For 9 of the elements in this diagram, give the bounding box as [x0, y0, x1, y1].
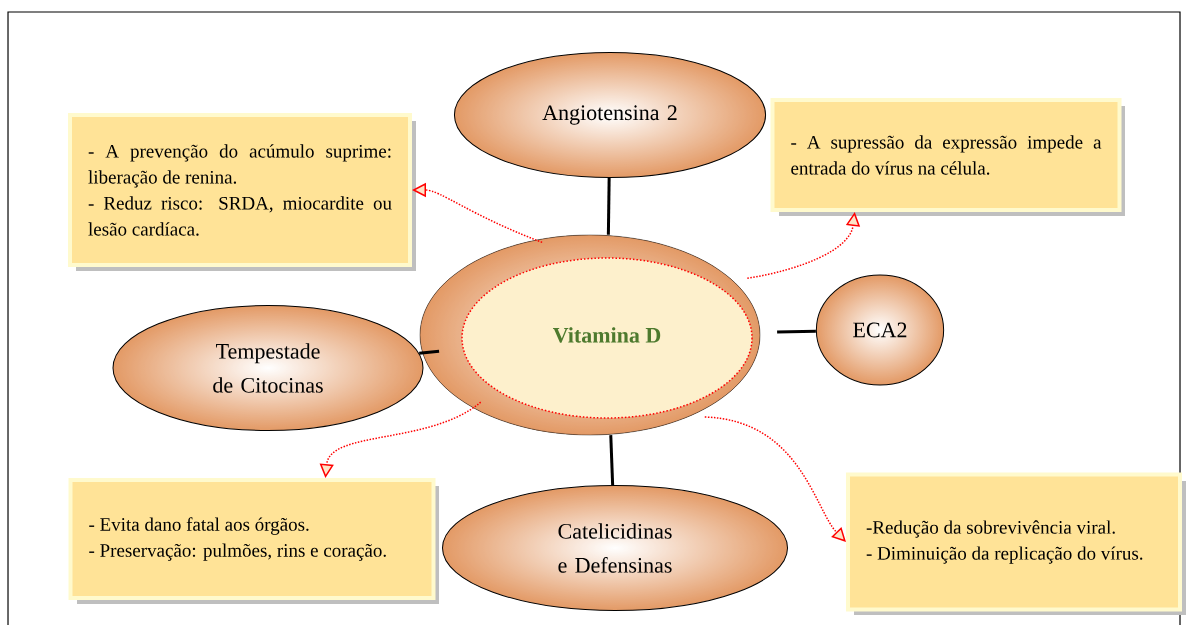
note-box: - Evita dano fatal aos órgãos. - Preservação: pulmões, rins e coração.	[68, 478, 439, 604]
note-box: - A prevenção do acúmulo suprime: liberação de renina. - Reduz risco: SRDA, miocardite ou lesão cardíaca.	[68, 113, 416, 271]
connector-line	[419, 349, 440, 355]
note-box: -Redução da sobrevivência viral. - Diminuição da replicação do vírus.	[846, 472, 1186, 615]
connector-line	[609, 435, 615, 486]
curved-arrow	[704, 416, 846, 542]
connector-line	[777, 329, 816, 334]
note-box: - A supressão da expressão impede a entrada do vírus na célula.	[770, 98, 1125, 216]
connector-line	[606, 177, 611, 235]
